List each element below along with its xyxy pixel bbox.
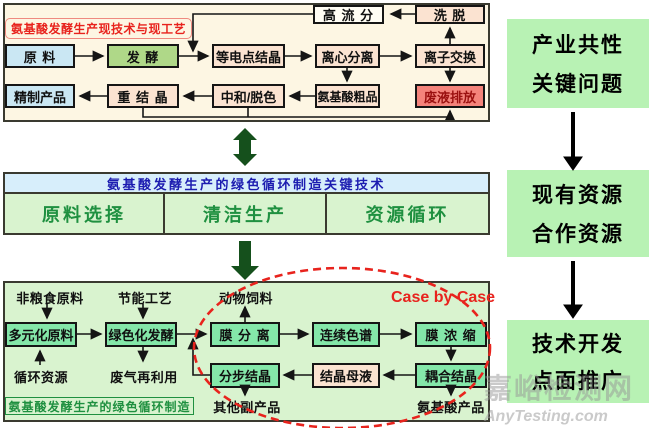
- flow-box-neutralization-decolor: 中和/脱色: [212, 84, 285, 108]
- right-box-3-line-2: 点面推广: [532, 370, 624, 394]
- right-box-3-line-1: 技术开发: [532, 332, 624, 356]
- cell-clean-production: 清洁生产: [163, 194, 325, 233]
- down-block-arrow-icon: [231, 241, 259, 280]
- flow-box-centrifugal-separation: 离心分离: [315, 44, 380, 68]
- flow-box-coupled-crystallization: 耦合结晶: [415, 363, 487, 388]
- right-col-arrow-2-icon: [563, 304, 583, 319]
- current-process-title: 氨基酸发酵生产现技术与现工艺: [5, 18, 192, 39]
- key-technology-header: 氨基酸发酵生产的绿色循环制造关键技术: [5, 174, 488, 194]
- green-manufacturing-caption: 氨基酸发酵生产的绿色循环制造: [5, 397, 194, 415]
- label-recycled-resources: 循环资源: [13, 370, 68, 385]
- cell-raw-material-selection: 原料选择: [42, 204, 126, 225]
- right-box-1-line-2: 关键问题: [532, 73, 624, 97]
- flow-box-crude-amino-acid: 氨基酸粗品: [315, 84, 380, 108]
- flow-box-fractional-crystallization: 分步结晶: [210, 363, 280, 388]
- flow-box-green-fermentation: 绿色化发酵: [105, 322, 177, 347]
- flow-box-raw-material: 原 料: [5, 44, 75, 68]
- flow-box-diversified-raw: 多元化原料: [5, 322, 77, 347]
- right-box-industry-key-issues: 产业共性 关键问题: [507, 19, 649, 108]
- current-process-panel: 氨基酸发酵生产现技术与现工艺 高 流 分 洗 脱 原 料 发 酵 等电点结晶 离…: [3, 3, 490, 122]
- flow-box-continuous-chromatography: 连续色谱: [312, 322, 380, 347]
- right-box-2-line-2: 合作资源: [532, 223, 624, 246]
- flow-box-high-flow-fraction: 高 流 分: [313, 5, 384, 24]
- cell-resource-recycling: 资源循环: [325, 194, 488, 233]
- flow-box-waste-liquid-discharge: 废液排放: [415, 84, 485, 108]
- label-amino-acid-products: 氨基酸产品: [417, 400, 485, 415]
- right-box-1-line-1: 产业共性: [532, 33, 624, 57]
- key-technology-cells: 原料选择 清洁生产 资源循环: [5, 194, 488, 233]
- label-animal-feed: 动物饲料: [218, 291, 273, 306]
- right-col-arrow-1-icon: [563, 156, 583, 171]
- flow-box-recrystallization: 重 结 晶: [107, 84, 179, 108]
- label-non-grain-raw: 非粮食原料: [16, 291, 84, 306]
- label-energy-saving-process: 节能工艺: [117, 291, 172, 306]
- flow-box-isoelectric-crystallization: 等电点结晶: [212, 44, 285, 68]
- label-other-byproducts: 其他副产品: [213, 400, 281, 415]
- flow-box-refined-product: 精制产品: [5, 84, 75, 108]
- flow-box-membrane-separation: 膜 分 离: [210, 322, 280, 347]
- flow-box-elution: 洗 脱: [415, 5, 485, 24]
- right-box-2-line-1: 现有资源: [532, 184, 624, 207]
- case-by-case-label: Case by Case: [391, 289, 496, 306]
- watermark-site-url: AnyTesting.com: [484, 408, 608, 425]
- double-arrow-icon: [233, 128, 257, 166]
- flow-box-membrane-concentration: 膜 浓 缩: [415, 322, 487, 347]
- flow-box-ion-exchange: 离子交换: [415, 44, 485, 68]
- flow-box-crystallization-mother-liquor: 结晶母液: [312, 363, 380, 388]
- label-waste-gas-reuse: 废气再利用: [110, 370, 178, 385]
- key-technology-panel: 氨基酸发酵生产的绿色循环制造关键技术 原料选择 清洁生产 资源循环: [3, 172, 490, 235]
- flow-box-fermentation: 发 酵: [107, 44, 179, 68]
- right-box-existing-cooperation-resources: 现有资源 合作资源: [507, 170, 649, 257]
- right-box-tech-development-promotion: 技术开发 点面推广: [507, 320, 649, 403]
